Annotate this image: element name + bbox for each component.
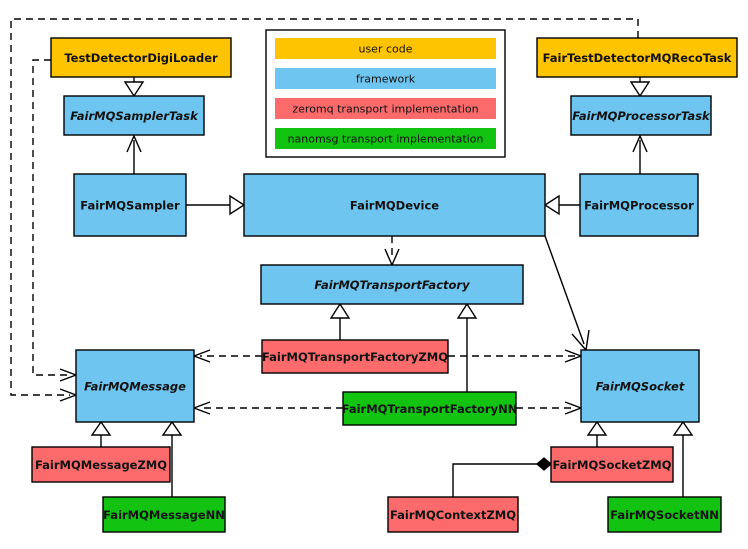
legend-panel: user code framework zeromq transport imple… <box>265 29 506 158</box>
class-node-FairMQProcessorTask[interactable]: FairMQProcessorTask <box>570 95 712 136</box>
node-layer: TestDetectorDigiLoader FairTestDetectorMQ… <box>31 37 738 533</box>
class-name-FairMQTransportFactoryNN: FairMQTransportFactoryNN <box>342 402 518 416</box>
legend-item-0: user code <box>275 38 496 59</box>
class-box-FairMQSocketZMQ[interactable] <box>550 446 674 483</box>
class-box-FairTestDetectorMQRecoTask[interactable] <box>536 37 738 78</box>
class-node-TestDetectorDigiLoader[interactable]: TestDetectorDigiLoader <box>50 37 232 78</box>
class-name-FairMQProcessor: FairMQProcessor <box>584 199 694 213</box>
class-name-FairMQSamplerTask: FairMQSamplerTask <box>70 109 199 123</box>
arrowhead-tfnn-to-transportfactory <box>456 302 478 319</box>
edge-digiloader-to-message <box>32 59 70 376</box>
class-box-FairMQMessageNN[interactable] <box>102 496 226 533</box>
legend-label-3: nanomsg transport implementation <box>288 133 484 146</box>
class-name-TestDetectorDigiLoader: TestDetectorDigiLoader <box>64 51 218 65</box>
legend-item-1: framework <box>275 68 496 89</box>
class-box-FairMQDevice[interactable] <box>243 173 546 237</box>
class-node-FairMQDevice[interactable]: FairMQDevice <box>243 173 546 237</box>
class-name-FairMQTransportFactoryZMQ: FairMQTransportFactoryZMQ <box>262 350 448 364</box>
class-box-FairMQMessageZMQ[interactable] <box>31 446 171 483</box>
legend-label-1: framework <box>356 73 416 86</box>
arrowhead-messagenn-to-message <box>161 420 183 436</box>
class-box-FairMQTransportFactoryZMQ[interactable] <box>261 339 449 374</box>
arrowhead-sampler-to-device <box>229 194 246 216</box>
class-node-FairMQSamplerTask[interactable]: FairMQSamplerTask <box>63 95 205 136</box>
class-node-FairMQSampler[interactable]: FairMQSampler <box>73 173 187 237</box>
legend-swatch-2 <box>275 98 496 119</box>
class-node-FairMQTransportFactoryNN[interactable]: FairMQTransportFactoryNN <box>342 391 518 426</box>
edge-recotask-to-message <box>10 18 639 396</box>
arrowhead-socketnn-to-socket <box>672 420 694 436</box>
legend-label-2: zeromq transport implementation <box>292 103 478 116</box>
arrowhead-digiloader-to-samplertask <box>123 81 145 98</box>
class-name-FairTestDetectorMQRecoTask: FairTestDetectorMQRecoTask <box>543 51 732 65</box>
class-name-FairMQTransportFactory: FairMQTransportFactory <box>314 278 470 292</box>
edge-device-to-socket <box>544 235 585 345</box>
class-node-FairMQProcessor[interactable]: FairMQProcessor <box>579 173 699 237</box>
class-node-FairMQMessage[interactable]: FairMQMessage <box>75 349 195 423</box>
legend-label-0: user code <box>358 43 412 56</box>
class-name-FairMQSampler: FairMQSampler <box>80 199 180 213</box>
class-name-FairMQSocket: FairMQSocket <box>596 380 685 394</box>
class-box-FairMQMessage[interactable] <box>75 349 195 423</box>
class-box-FairMQContextZMQ[interactable] <box>387 496 519 533</box>
legend-item-2: zeromq transport implementation <box>275 98 496 119</box>
class-node-FairMQMessageNN[interactable]: FairMQMessageNN <box>102 496 226 533</box>
class-name-FairMQSocketNN: FairMQSocketNN <box>610 508 719 522</box>
class-node-FairMQContextZMQ[interactable]: FairMQContextZMQ <box>387 496 519 533</box>
class-box-FairMQSocketNN[interactable] <box>607 496 722 533</box>
class-name-FairMQMessageNN: FairMQMessageNN <box>103 508 225 522</box>
legend-item-3: nanomsg transport implementation <box>275 128 496 149</box>
arrowhead-tfzmq-to-transportfactory <box>329 302 351 319</box>
class-node-FairMQTransportFactory[interactable]: FairMQTransportFactory <box>260 264 524 305</box>
legend-items: user code framework zeromq transport imple… <box>275 38 496 149</box>
class-node-FairMQTransportFactoryZMQ[interactable]: FairMQTransportFactoryZMQ <box>261 339 449 374</box>
class-box-FairMQTransportFactoryNN[interactable] <box>342 391 517 426</box>
class-name-FairMQMessage: FairMQMessage <box>84 380 186 394</box>
arrowhead-processor-to-device <box>543 194 560 216</box>
legend-swatch-3 <box>275 128 496 149</box>
arrowhead-recotask-to-processortask <box>629 81 651 98</box>
class-box-FairMQProcessor[interactable] <box>579 173 699 237</box>
class-node-FairMQSocketNN[interactable]: FairMQSocketNN <box>607 496 722 533</box>
arrowhead-messagezmq-to-message <box>90 420 112 436</box>
class-node-FairTestDetectorMQRecoTask[interactable]: FairTestDetectorMQRecoTask <box>536 37 738 78</box>
class-box-FairMQSamplerTask[interactable] <box>63 95 205 136</box>
class-box-FairMQSocket[interactable] <box>580 349 700 423</box>
arrowhead-sampler-to-samplertask <box>126 134 142 153</box>
class-name-FairMQSocketZMQ: FairMQSocketZMQ <box>553 458 672 472</box>
class-node-FairMQMessageZMQ[interactable]: FairMQMessageZMQ <box>31 446 171 483</box>
edge-contextzmq-to-socketzmq <box>452 463 537 497</box>
class-box-FairMQProcessorTask[interactable] <box>570 95 712 136</box>
class-name-FairMQMessageZMQ: FairMQMessageZMQ <box>35 458 167 472</box>
class-box-FairMQTransportFactory[interactable] <box>260 264 524 305</box>
class-name-FairMQContextZMQ: FairMQContextZMQ <box>390 508 516 522</box>
legend-swatch-0 <box>275 38 496 59</box>
class-node-FairMQSocket[interactable]: FairMQSocket <box>580 349 700 423</box>
class-name-FairMQDevice: FairMQDevice <box>350 199 439 213</box>
edge-layer <box>10 18 694 497</box>
class-node-FairMQSocketZMQ[interactable]: FairMQSocketZMQ <box>550 446 674 483</box>
arrowhead-socketzmq-to-socket <box>586 420 608 436</box>
class-box-TestDetectorDigiLoader[interactable] <box>50 37 232 78</box>
class-box-FairMQSampler[interactable] <box>73 173 187 237</box>
class-name-FairMQProcessorTask: FairMQProcessorTask <box>572 109 711 123</box>
arrowhead-processor-to-processortask <box>632 134 648 153</box>
legend-swatch-1 <box>275 68 496 89</box>
